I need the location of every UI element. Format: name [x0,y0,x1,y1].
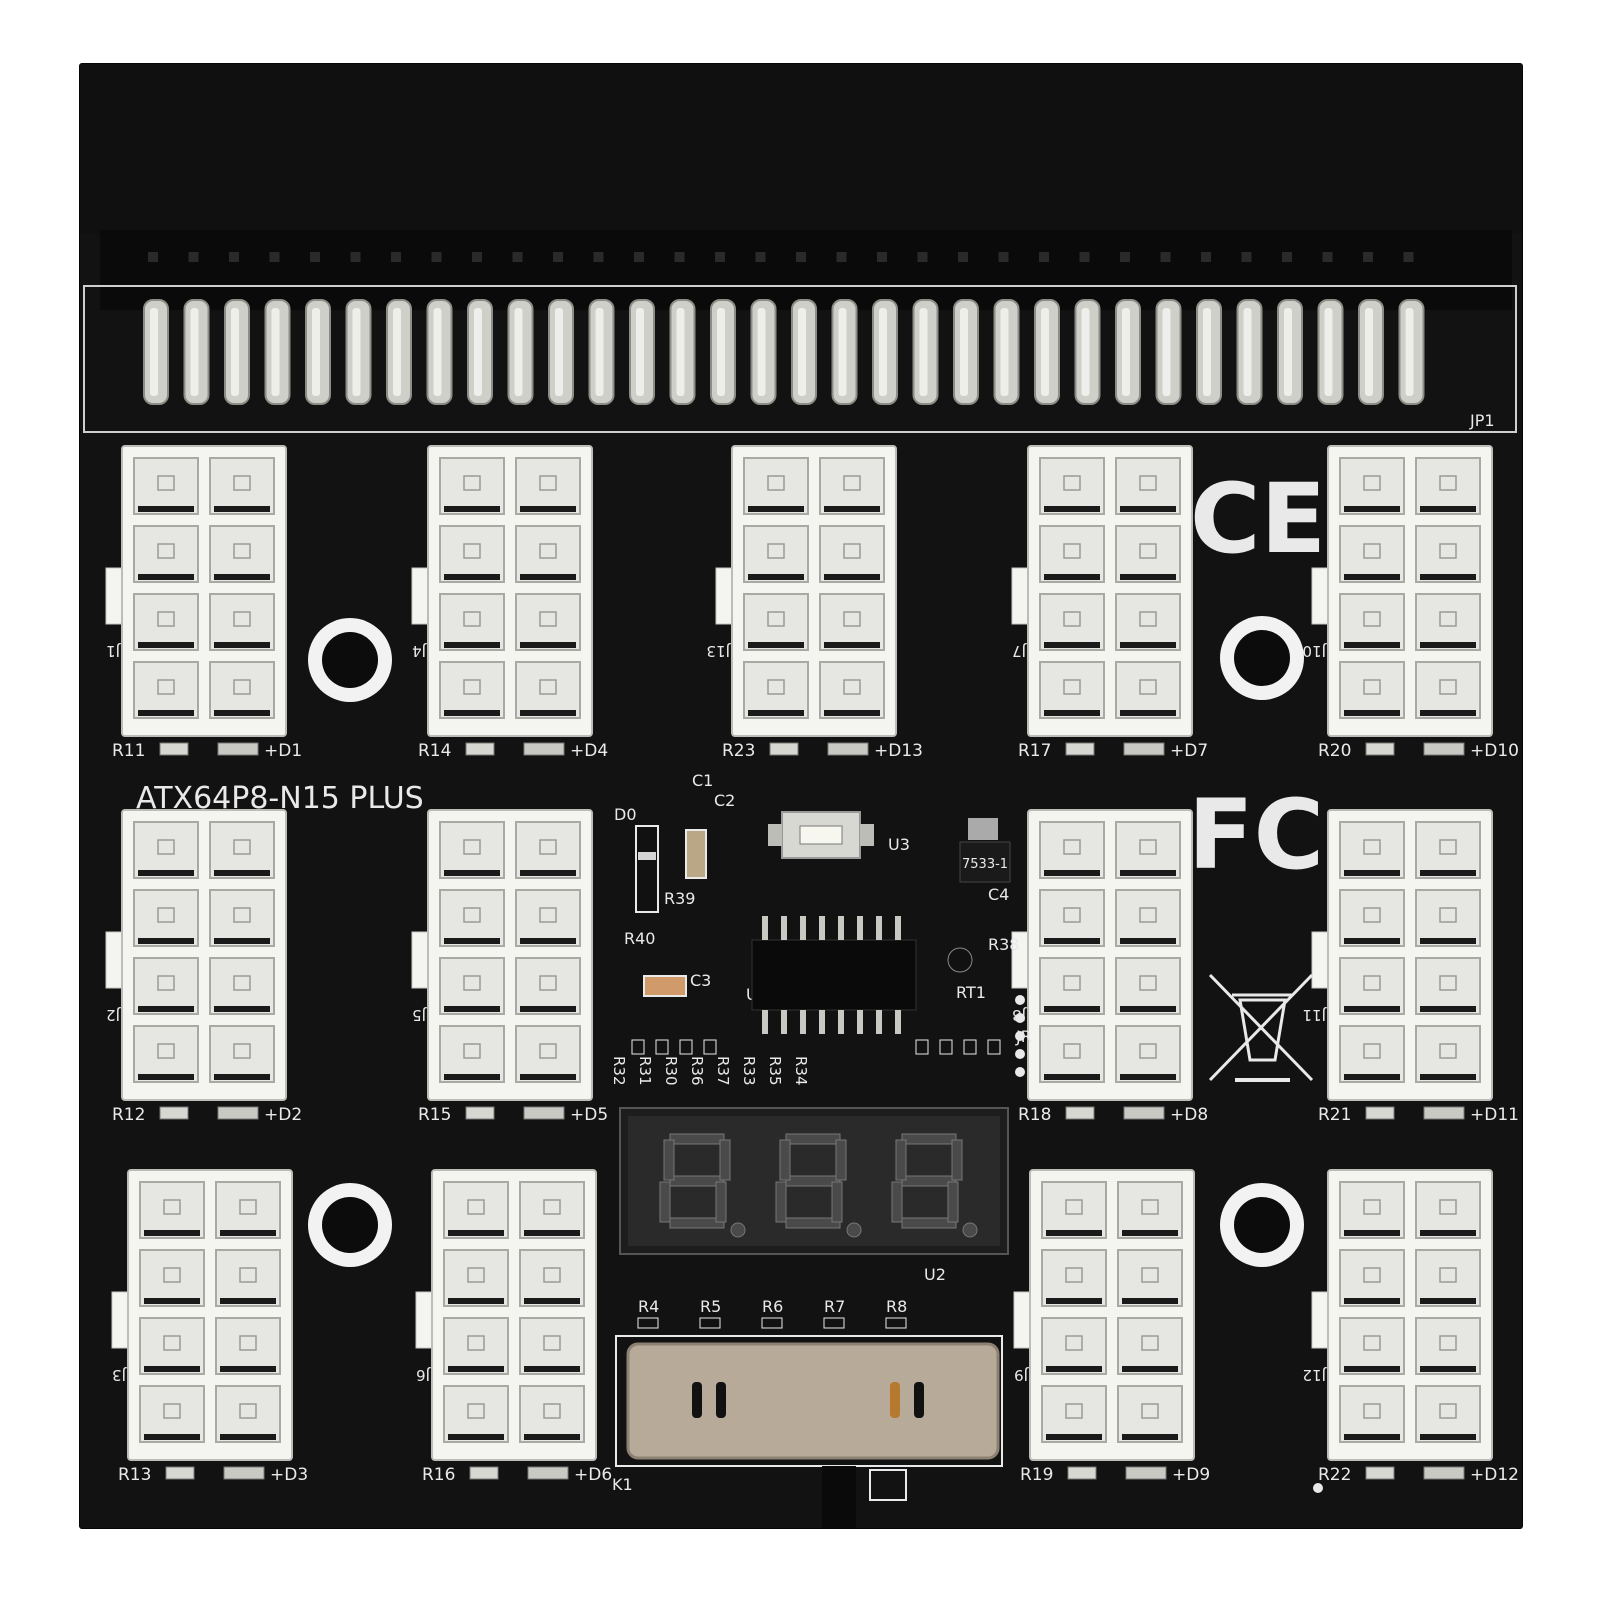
component-label: C3 [690,971,711,990]
connector-id-label: J13 [706,642,731,660]
component-label: U3 [888,835,910,854]
component-label: C1 [692,771,713,790]
pcie-connector-j5 [411,809,593,1101]
resistor-row-label: R34 [792,1056,810,1086]
resistor-label: R20 [1318,741,1351,761]
connector-id-label: J1 [106,642,121,660]
thermistor [947,947,973,973]
seven-segment-display: U2 [619,1107,1009,1284]
resistor-label: R13 [118,1465,151,1485]
weee-bin-icon [1208,973,1314,1082]
led-label: +D9 [1172,1465,1210,1485]
resistor-label: R22 [1318,1465,1351,1485]
component-label: D0 [614,805,637,824]
main-connector: JP1 [80,64,1522,433]
led-label: +D13 [874,741,923,761]
connector-id-label: J4 [412,642,427,660]
connector-id-label: J11 [1302,1006,1327,1024]
pcie-connectors [105,445,1493,1461]
svg-text:7533-1: 7533-1 [962,857,1008,872]
resistor-row-label: R31 [636,1056,654,1086]
connector-id-label: J12 [1302,1366,1327,1384]
power-button[interactable] [768,811,874,859]
led-label: +D4 [570,741,608,761]
led-label: +D3 [270,1465,308,1485]
resistor-row-label: R36 [688,1056,706,1086]
led-label: +D7 [1170,741,1208,761]
relay: K1 [612,1335,1003,1528]
svg-text:K1: K1 [612,1475,633,1494]
relay-resistor-label: R7 [824,1297,845,1316]
resistor-label: R18 [1018,1105,1051,1125]
pcie-connector-j12 [1311,1169,1493,1461]
connector-id-label: J3 [112,1366,127,1384]
board-dot [1313,1483,1323,1493]
led-label: +D10 [1470,741,1519,761]
connector-id-label: J5 [412,1006,427,1024]
resistor-row-label: R37 [714,1056,732,1086]
pcie-connector-j1 [105,445,287,737]
pcie-connector-j13 [715,445,897,737]
resistor-label: R15 [418,1105,451,1125]
component-label: RT1 [956,983,986,1002]
connector-id-label: J10 [1302,642,1327,660]
relay-resistor-label: R5 [700,1297,721,1316]
resistor-label: R23 [722,741,755,761]
resistor-label: R16 [422,1465,455,1485]
resistor-label: R19 [1020,1465,1053,1485]
jp1-label: JP1 [1469,411,1495,430]
resistor-row-label: R32 [610,1056,628,1086]
pcie-connector-j10 [1311,445,1493,737]
relay-resistor-label: R6 [762,1297,783,1316]
led-label: +D2 [264,1105,302,1125]
fcc-mark: FC [1188,779,1324,891]
regulator: 7533-1 [959,818,1011,883]
component-label: C4 [988,885,1009,904]
connector-id-label: J7 [1012,642,1027,660]
resistor-label: R14 [418,741,451,761]
led-label: +D1 [264,741,302,761]
pcie-connector-j8 [1011,809,1193,1101]
connector-pins [143,252,1425,405]
component-label: C2 [714,791,735,810]
ce-mark: CE [1190,463,1326,575]
model-label: ATX64P8-N15 PLUS [136,781,424,816]
led-label: +D11 [1470,1105,1519,1125]
connector-id-label: J9 [1014,1366,1029,1384]
pcie-connector-j11 [1311,809,1493,1101]
component-label: R39 [664,889,695,908]
pcie-connector-j3 [111,1169,293,1461]
resistor-label: R17 [1018,741,1051,761]
pcie-connector-j2 [105,809,287,1101]
resistor-row-label: R30 [662,1056,680,1086]
smd-pads [631,995,1025,1077]
mounting-holes [308,616,1304,1267]
resistor-label: R11 [112,741,145,761]
relay-resistor-label: R4 [638,1297,659,1316]
capacitor-c1 [685,829,707,879]
component-label: R38 [988,935,1019,954]
pcie-connector-j9 [1013,1169,1195,1461]
resistor-row-label: R33 [740,1056,758,1086]
pcie-connector-j4 [411,445,593,737]
resistor-label: R12 [112,1105,145,1125]
led-label: +D8 [1170,1105,1208,1125]
connector-id-label: J2 [106,1006,121,1024]
led-label: +D6 [574,1465,612,1485]
pcie-connector-j6 [415,1169,597,1461]
ic-chip [751,916,917,1034]
svg-text:U2: U2 [924,1265,946,1284]
capacitor-c3 [643,975,687,997]
pcie-connector-j7 [1011,445,1193,737]
led-label: +D12 [1470,1465,1519,1485]
relay-resistor-label: R8 [886,1297,907,1316]
diode-d0 [635,825,659,913]
connector-id-label: J6 [416,1366,431,1384]
led-label: +D5 [570,1105,608,1125]
resistor-row-label: R35 [766,1056,784,1086]
component-label: R40 [624,929,655,948]
resistor-label: R21 [1318,1105,1351,1125]
